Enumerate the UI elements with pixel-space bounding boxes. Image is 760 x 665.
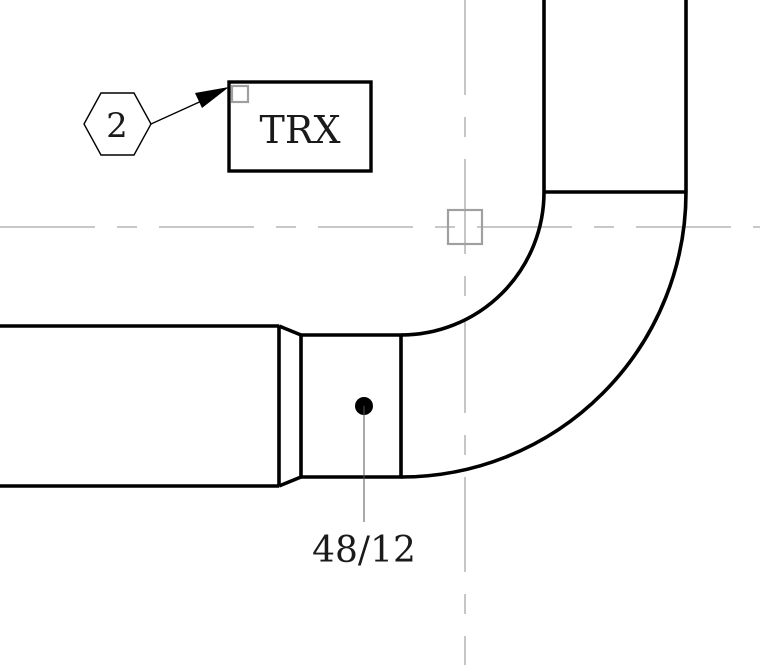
arrowhead-icon (195, 87, 229, 108)
tag-leader-line (150, 98, 207, 125)
label-box-grip[interactable] (230, 84, 250, 104)
tag-leader-arrow (150, 87, 229, 125)
transition-bottom-edge (278, 475, 302, 488)
center-grip[interactable] (446, 208, 484, 246)
elbow-inner-arc (400, 191, 546, 337)
hexagon-tag[interactable]: 2 (83, 92, 152, 156)
label-box-text: TRX (259, 108, 340, 152)
label-box[interactable] (227, 80, 373, 173)
tag-number: 2 (106, 106, 128, 146)
dimension-label[interactable]: 48/12 (312, 530, 416, 571)
duct-outline (0, 0, 688, 488)
connector-section[interactable] (299, 333, 403, 479)
elbow-outer-arc (400, 191, 688, 479)
dimension-leader (355, 397, 373, 522)
transition-top-edge (278, 324, 302, 337)
